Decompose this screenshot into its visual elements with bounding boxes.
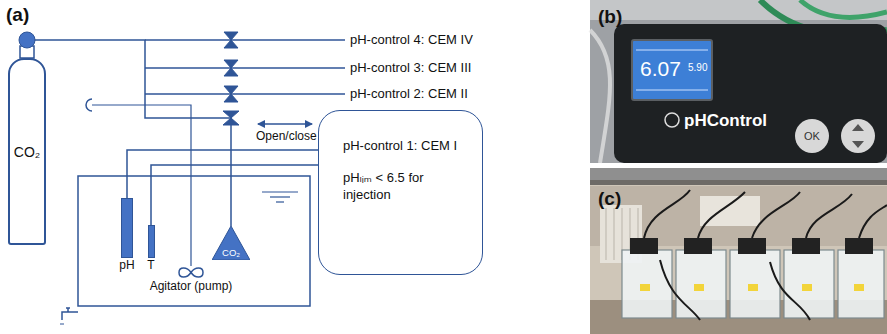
gas-diffuser: CO₂ <box>212 226 250 260</box>
signal-wire <box>127 150 318 198</box>
node-title: CO₂ <box>212 247 250 258</box>
cylinder-knob <box>19 32 35 48</box>
controller-box: pH-control 1: CEM I pHₗᵢₘ < 6.5 for injec… <box>318 110 483 275</box>
agitator-pump: Agitator (pump) <box>131 266 251 295</box>
panel-label: (a) <box>6 4 29 27</box>
gas-cylinder: CO₂ <box>8 58 46 245</box>
agitator-symbol <box>176 266 206 279</box>
node-title: CO₂ <box>14 144 40 160</box>
probe-rod <box>121 198 133 258</box>
signal-wire <box>151 165 318 225</box>
display-reading: 6.07 <box>640 56 681 81</box>
valve-symbols <box>223 32 239 125</box>
action-label: Open/close <box>256 129 317 143</box>
plug-hook <box>86 99 92 111</box>
setup-photo <box>590 168 887 334</box>
open-close-arrow <box>258 123 312 124</box>
agitator-loops <box>179 268 203 277</box>
node-title: T <box>139 258 163 274</box>
node-title: pH <box>115 258 139 274</box>
gas-branch-lines <box>145 40 345 94</box>
button-label: OK <box>804 130 820 143</box>
temperature-probe: T <box>139 225 163 274</box>
probe-rod <box>148 225 155 258</box>
node-note: pHₗᵢₘ < 6.5 for injection <box>343 169 455 204</box>
brand-text: pHControl <box>684 111 767 131</box>
display-reading: 5.90 <box>688 62 707 74</box>
node-title: Agitator (pump) <box>131 279 251 295</box>
ph-probe: pH <box>115 198 139 274</box>
panel-label: (c) <box>598 188 621 211</box>
branch-label: pH-control 4: CEM IV <box>350 32 473 48</box>
water-surface <box>262 192 298 202</box>
pump-cord <box>92 105 191 266</box>
branch-label: pH-control 3: CEM III <box>350 60 471 76</box>
panel-label: (b) <box>598 6 622 29</box>
controller-photo <box>590 0 887 163</box>
node-title: pH-control 1: CEM I <box>343 137 472 155</box>
drain-tap <box>60 308 78 324</box>
branch-label: pH-control 2: CEM II <box>350 86 468 102</box>
water-tank <box>78 176 310 306</box>
diffuser-shape <box>212 226 250 260</box>
